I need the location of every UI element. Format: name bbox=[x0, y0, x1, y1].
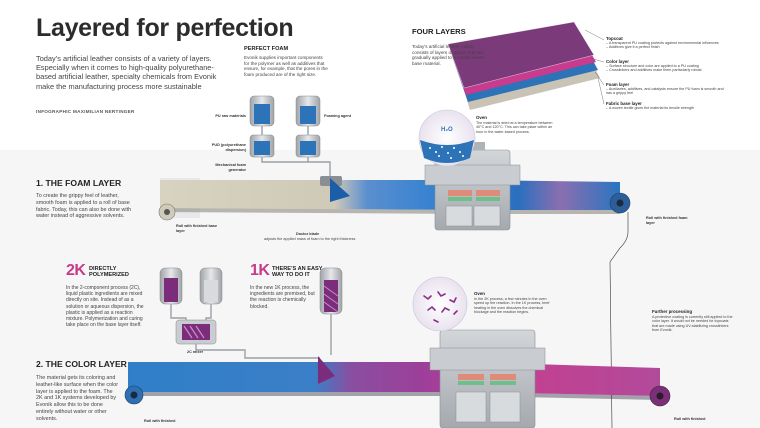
layer-stack-graphic bbox=[447, 21, 600, 110]
2k-heading: 2K bbox=[66, 262, 86, 279]
layer-topcoat: Topcoat – A transparent PU coating prote… bbox=[606, 36, 726, 50]
label-pu-raw-materials: PU raw materials bbox=[215, 114, 246, 118]
layer-color: Color layer – Surface structure and colo… bbox=[606, 59, 726, 73]
intro-text: Today’s artificial leather consists of a… bbox=[36, 54, 217, 91]
1k-title: THERE’S AN EASY WAY TO DO IT bbox=[272, 266, 323, 278]
color-layer-heading: 2. THE COLOR LAYER bbox=[36, 359, 127, 369]
roll-finished-right-label: Roll with finished bbox=[674, 417, 706, 421]
h2o-label: H₂O bbox=[441, 127, 453, 133]
label-pud: PUD (polyurethane dispersion) bbox=[211, 143, 246, 152]
layer-foam: Foam layer – Auxiliaries, additives, and… bbox=[606, 82, 726, 96]
layer-title: Fabric base layer bbox=[606, 101, 642, 106]
further-processing-title: Further processing bbox=[652, 309, 693, 314]
reaction-bubble bbox=[412, 276, 468, 332]
color-layer-text: The material gets its coloring and leath… bbox=[36, 375, 119, 422]
label-mechanical-foam-generator: Mechanical foam generator bbox=[215, 163, 246, 172]
page-title: Layered for perfection bbox=[36, 14, 294, 42]
layer-title: Topcoat bbox=[606, 36, 623, 41]
layer-fabric-base: Fabric base layer – A woven textile give… bbox=[606, 101, 726, 110]
four-layers-text: Today’s artificial leather mainly consis… bbox=[412, 44, 485, 67]
further-processing-text: A protective coating is currently still … bbox=[652, 315, 733, 333]
layer-title: Foam layer bbox=[606, 82, 630, 87]
1k-text: In the new 1K process, the ingredients a… bbox=[250, 285, 315, 310]
foam-layer-text: To create the grippy feel of leather, sm… bbox=[36, 193, 132, 220]
2k-title: DIRECTLY POLYMERIZED bbox=[89, 266, 129, 278]
layer-note: – A woven textile gives the material its… bbox=[606, 106, 695, 110]
layer-title: Color layer bbox=[606, 59, 629, 64]
2c-mixer-label: 2C mixer bbox=[187, 350, 204, 354]
layer-note: – Surface structure and color are applie… bbox=[606, 64, 699, 68]
foam-tanks bbox=[249, 95, 331, 178]
layer-note: – Crosslinkers and additives make them p… bbox=[606, 68, 702, 73]
roll-foam-layer-label: Roll with finished foam layer bbox=[646, 216, 688, 225]
layer-note: – Additives give it a perfect finish bbox=[606, 45, 660, 50]
layer-note: – A transparent PU coating protects agai… bbox=[606, 41, 719, 45]
oven-1-text: The material is dried at a temperature b… bbox=[476, 121, 553, 134]
infographic-credit: INFOGRAPHIC MAXIMILIAN NERTINGER bbox=[36, 109, 135, 114]
roll-finished-left-label: Roll with finished bbox=[144, 419, 176, 423]
roll-base-layer-label: Roll with finished base layer bbox=[176, 224, 218, 233]
doctor-blade-title: Doctor blade bbox=[296, 232, 320, 236]
color-tanks bbox=[159, 267, 343, 359]
oven-2 bbox=[429, 329, 546, 428]
foam-layer-heading: 1. THE FOAM LAYER bbox=[36, 178, 122, 188]
layer-note: – Auxiliaries, additives, and catalysts … bbox=[606, 87, 724, 96]
1k-heading: 1K bbox=[250, 262, 270, 279]
label-foaming-agent: Foaming agent bbox=[324, 114, 352, 118]
perfect-foam-text: Evonik supplies important components for… bbox=[244, 55, 328, 78]
2k-text: In the 2-component process (2C), liquid … bbox=[66, 285, 144, 329]
doctor-blade-text: adjusts the applied mass of foam to the … bbox=[264, 237, 356, 241]
oven-2-title: Oven bbox=[474, 291, 485, 296]
four-layers-heading: FOUR LAYERS bbox=[412, 27, 466, 36]
oven-1 bbox=[424, 142, 521, 231]
oven-1-title: Oven bbox=[476, 115, 487, 120]
perfect-foam-heading: PERFECT FOAM bbox=[244, 46, 289, 52]
evaporation-bubble bbox=[418, 109, 476, 167]
oven-2-text: In the 2K process, a few minutes in the … bbox=[474, 297, 550, 315]
